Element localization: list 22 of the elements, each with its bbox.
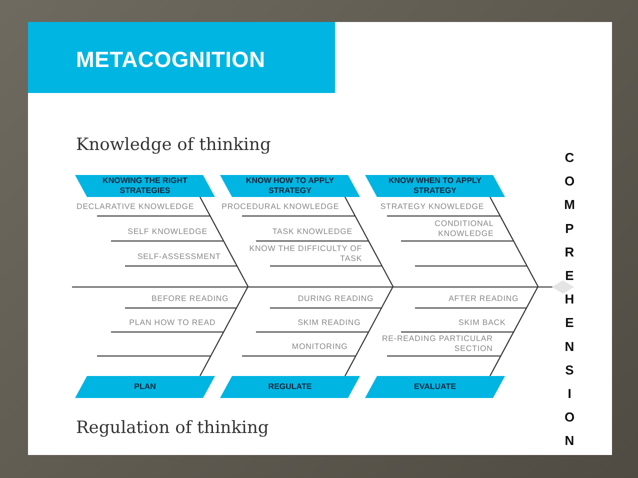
category-banner: EVALUATE <box>365 376 505 398</box>
category-banner: KNOW WHEN TO APPLY STRATEGY <box>365 175 505 197</box>
section-heading: Regulation of thinking <box>76 418 269 438</box>
rib-label: DECLARATIVE KNOWLEDGE <box>76 201 194 212</box>
title: METACOGNITION <box>76 47 266 73</box>
rib-label: MONITORING <box>290 341 348 352</box>
bone-line <box>200 196 249 376</box>
category-banner: PLAN <box>75 376 215 398</box>
fishbone-head-label: COMPREHENSION <box>561 150 577 457</box>
bone-line <box>490 196 539 376</box>
rib-label: SELF KNOWLEDGE <box>126 226 208 237</box>
rib-label: RE-READING PARTICULAR SECTION <box>380 334 493 354</box>
section-heading: Knowledge of thinking <box>76 135 271 155</box>
category-banner: KNOWING THE RIGHT STRATEGIES <box>75 175 215 197</box>
bone-line <box>344 196 394 376</box>
rib-label: CONDITIONAL KNOWLEDGE <box>434 219 494 239</box>
category-banner: REGULATE <box>220 376 360 398</box>
rib-label: KNOW THE DIFFICULTY OF TASK <box>248 244 362 264</box>
rib-label: SELF-ASSESSMENT <box>136 251 221 262</box>
rib-label: BEFORE READING <box>150 293 229 304</box>
category-banner: KNOW HOW TO APPLY STRATEGY <box>220 175 360 197</box>
rib-label: PLAN HOW TO READ <box>128 317 216 328</box>
